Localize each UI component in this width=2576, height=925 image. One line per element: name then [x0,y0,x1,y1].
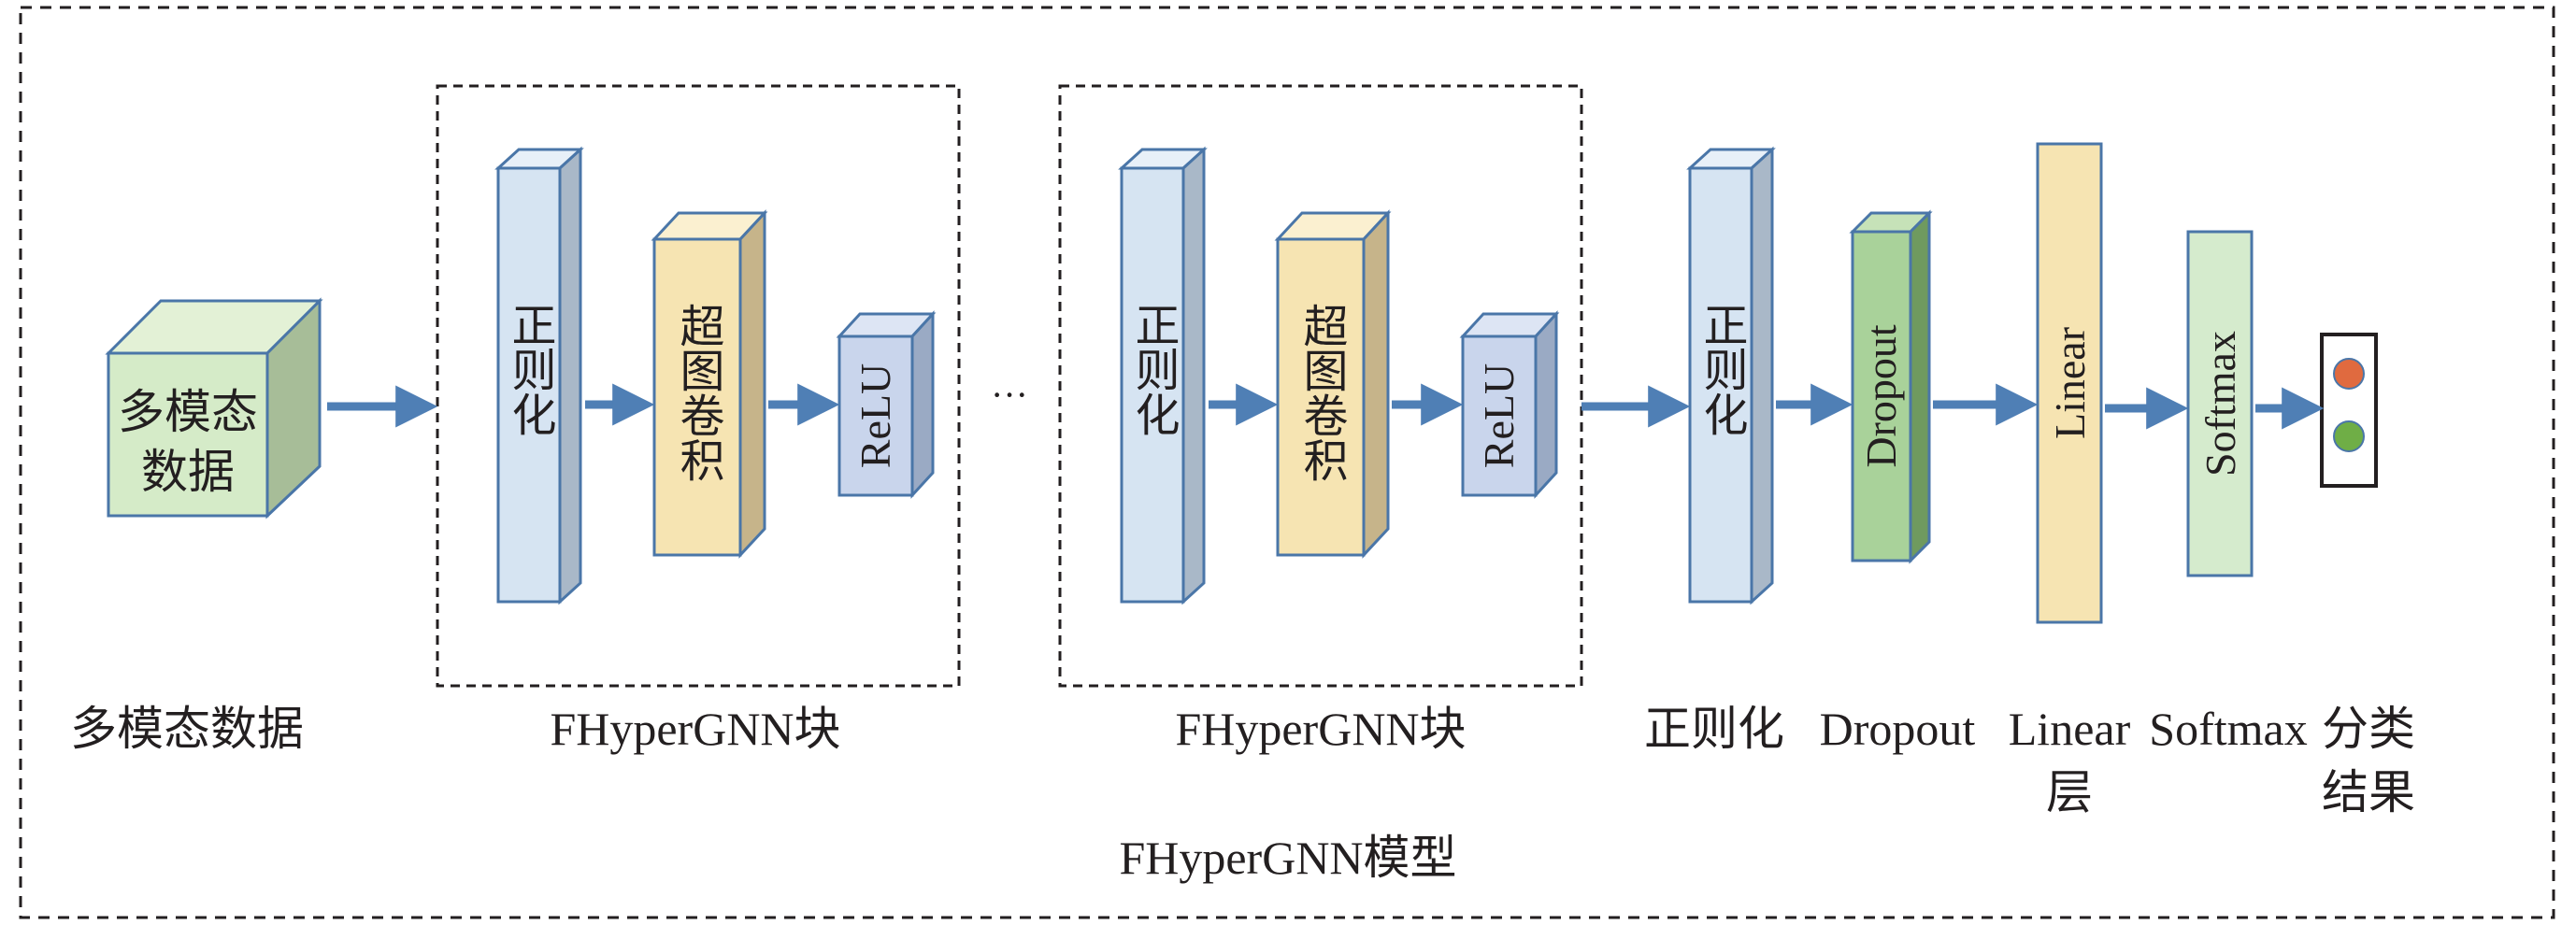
tail-linear-caption-line1: Linear [2009,703,2131,755]
input-cube-line1: 多模态 [118,386,258,438]
result-green-dot [2333,420,2365,452]
block-1-conv-text: 超图卷积 [673,303,724,482]
input-cube: 多模态 数据 [105,297,323,519]
block-1-conv-layer: 超图卷积 [651,209,768,559]
tail-linear-layer: Linear [2036,142,2103,624]
block-2: 正则化 超图卷积 ReLU [1118,146,1560,605]
block-2-conv-layer: 超图卷积 [1274,209,1392,559]
result-caption-line1: 分类 [2322,703,2415,755]
block-frame-2 [1058,84,1583,688]
tail-softmax-caption: Softmax [2149,703,2307,755]
input-caption: 多模态数据 [70,703,304,755]
input-cube-line2: 数据 [141,446,235,498]
result-caption-line2: 结果 [2322,766,2415,818]
block-1-relu-layer: ReLU [836,310,937,499]
model-label: FHyperGNN模型 [1119,832,1456,884]
tail-softmax-text: Softmax [2197,331,2244,477]
block-2-norm-text: 正则化 [1128,302,1179,436]
model-frame [19,6,2555,919]
block-1-relu-text: ReLU [852,363,899,468]
result-red-dot [2333,358,2365,390]
tail-norm-layer: 正则化 [1686,146,1776,605]
tail-linear-text: Linear [2046,327,2094,439]
block-2-relu-layer: ReLU [1459,310,1560,499]
block-2-relu-text: ReLU [1475,363,1523,468]
tail-norm-caption: 正则化 [1644,703,1784,755]
block-1-norm-text: 正则化 [505,302,555,436]
block-2-conv-text: 超图卷积 [1296,303,1348,482]
tail-norm-text: 正则化 [1696,302,1747,436]
tail-dropout-text: Dropout [1857,324,1905,468]
tail-softmax-layer: Softmax [2186,230,2254,577]
block-2-norm-layer: 正则化 [1118,146,1208,605]
tail-dropout-caption: Dropout [1820,703,1976,755]
block-1-caption: FHyperGNN块 [550,703,840,755]
block-1-norm-layer: 正则化 [494,146,584,605]
block-2-caption: FHyperGNN块 [1175,703,1466,755]
tail-dropout-layer: Dropout [1849,209,1933,564]
tail-linear-caption-line2: 层 [2046,766,2093,818]
block-1: 正则化 超图卷积 ReLU [494,146,937,605]
classification-result-box [2320,333,2378,488]
arrows [327,383,2325,430]
ellipsis: ··· [991,374,1028,416]
